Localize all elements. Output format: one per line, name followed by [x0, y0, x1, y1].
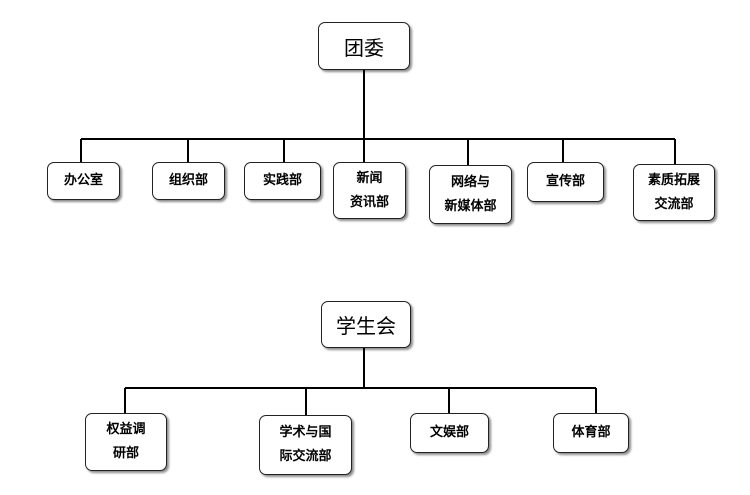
xueshenghui-node-rights: 权益调 研部 [85, 413, 167, 471]
xueshenghui-node-academic-international: 学术与国 际交流部 [259, 415, 352, 475]
tuanwei-node-quality-expansion: 素质拓展 交流部 [633, 164, 715, 221]
tuanwei-node-practice: 实践部 [244, 162, 321, 200]
xueshenghui-node-sports: 体育部 [553, 413, 629, 453]
xueshenghui-root-node: 学生会 [321, 301, 411, 348]
tuanwei-node-network-media: 网络与 新媒体部 [429, 165, 512, 224]
tuanwei-node-organization: 组织部 [152, 162, 225, 200]
tuanwei-node-publicity: 宣传部 [527, 162, 604, 202]
tuanwei-node-news: 新闻 资讯部 [333, 162, 406, 219]
tuanwei-node-office: 办公室 [47, 162, 120, 200]
xueshenghui-node-entertainment: 文娱部 [410, 413, 489, 453]
tuanwei-root-node: 团委 [318, 22, 410, 70]
